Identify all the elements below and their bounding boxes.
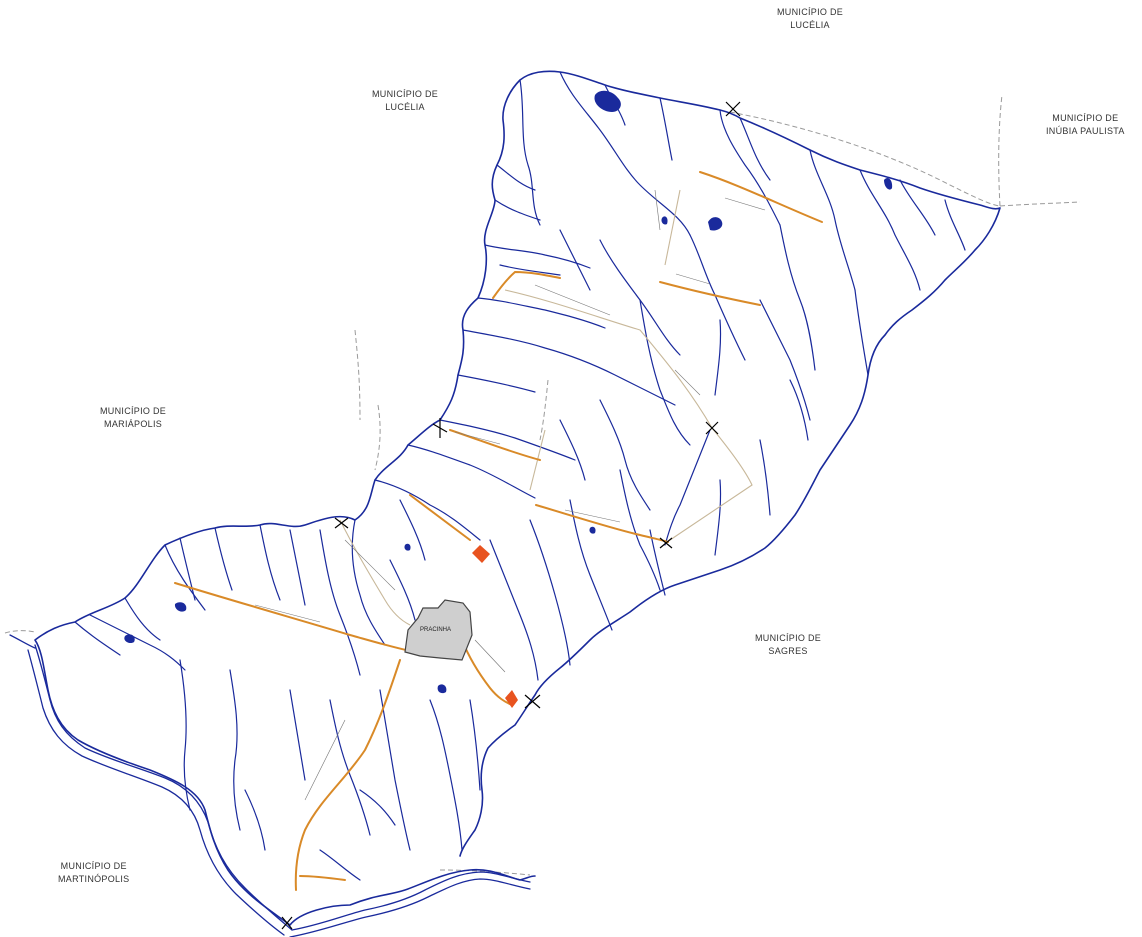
label-line2: MARTINÓPOLIS xyxy=(58,874,130,884)
label-line1: MUNICÍPIO DE xyxy=(755,633,822,643)
label-line2: SAGRES xyxy=(768,646,808,656)
roads xyxy=(174,171,823,891)
road-annotations xyxy=(254,189,766,801)
urban-area-pracinha xyxy=(404,599,473,661)
label-line1: MUNICÍPIO DE xyxy=(777,7,844,17)
label-lucelia-ne: MUNICÍPIO DE LUCÉLIA xyxy=(777,6,843,32)
facilities xyxy=(472,545,518,708)
streams xyxy=(74,71,966,881)
secondary-roads xyxy=(339,189,753,626)
label-line1: MUNICÍPIO DE xyxy=(100,406,167,416)
city-label: PRACINHA xyxy=(420,627,452,633)
label-line2: INÚBIA PAULISTA xyxy=(1046,126,1125,136)
label-line2: MARIÁPOLIS xyxy=(104,419,163,429)
label-line1: MUNICÍPIO DE xyxy=(1052,113,1119,123)
label-sagres: MUNICÍPIO DE SAGRES xyxy=(755,632,821,658)
label-line2: LUCÉLIA xyxy=(385,102,425,112)
label-inubia-paulista: MUNICÍPIO DE INÚBIA PAULISTA xyxy=(1046,112,1125,138)
neighbor-boundaries xyxy=(4,94,1081,876)
label-lucelia-n: MUNICÍPIO DE LUCÉLIA xyxy=(372,88,438,114)
label-mariapolis: MUNICÍPIO DE MARIÁPOLIS xyxy=(100,405,166,431)
bridges xyxy=(281,101,741,930)
label-line2: LUCÉLIA xyxy=(790,20,830,30)
municipal-boundary xyxy=(9,70,1001,937)
label-martinopolis: MUNICÍPIO DE MARTINÓPOLIS xyxy=(58,860,129,886)
lakes xyxy=(124,90,893,694)
label-line1: MUNICÍPIO DE xyxy=(372,89,439,99)
label-line1: MUNICÍPIO DE xyxy=(60,861,127,871)
